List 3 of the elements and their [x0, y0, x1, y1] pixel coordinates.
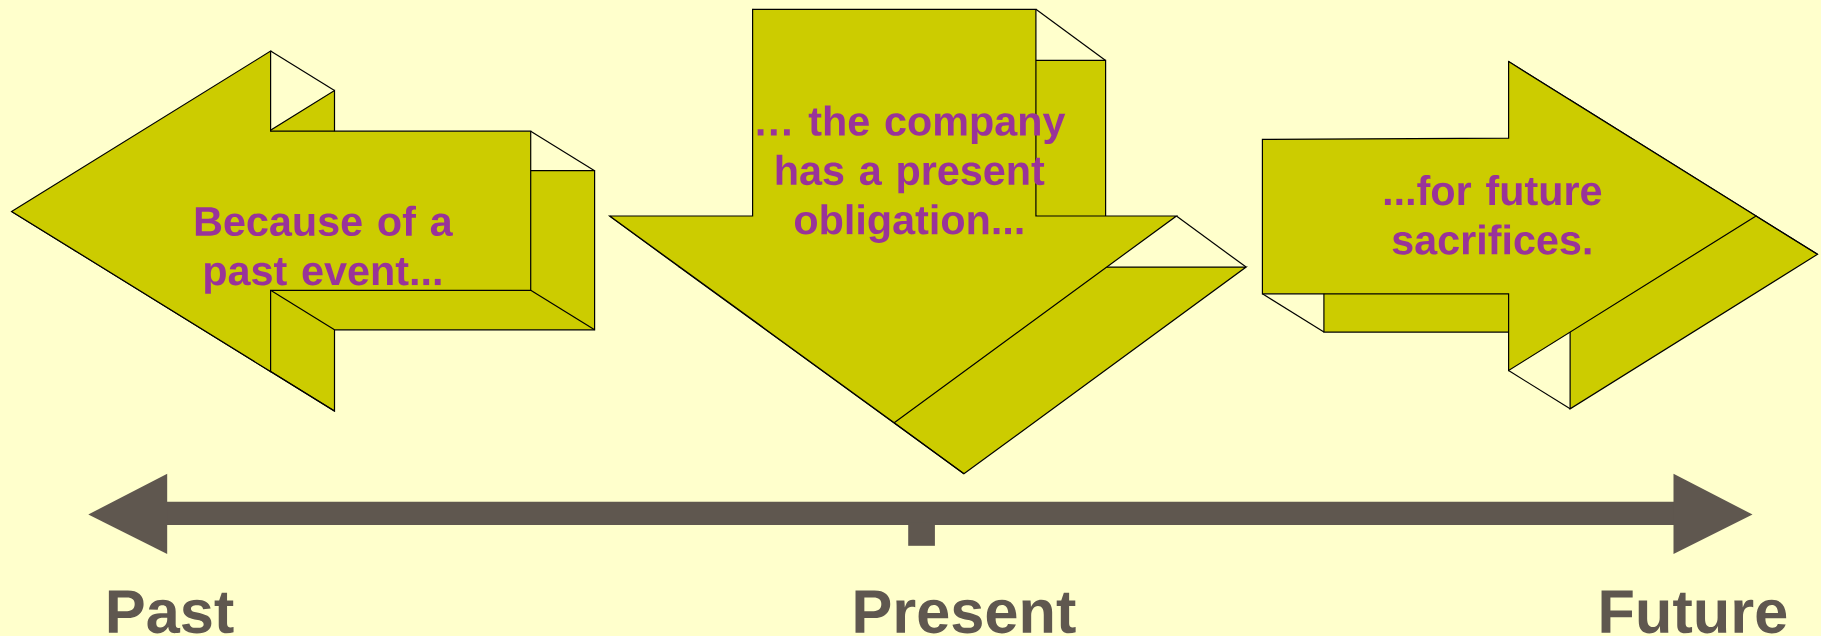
timeline-label: Past [108, 590, 234, 634]
timeline-label: Present [855, 590, 1076, 634]
timeline-label: Future [1601, 590, 1787, 634]
